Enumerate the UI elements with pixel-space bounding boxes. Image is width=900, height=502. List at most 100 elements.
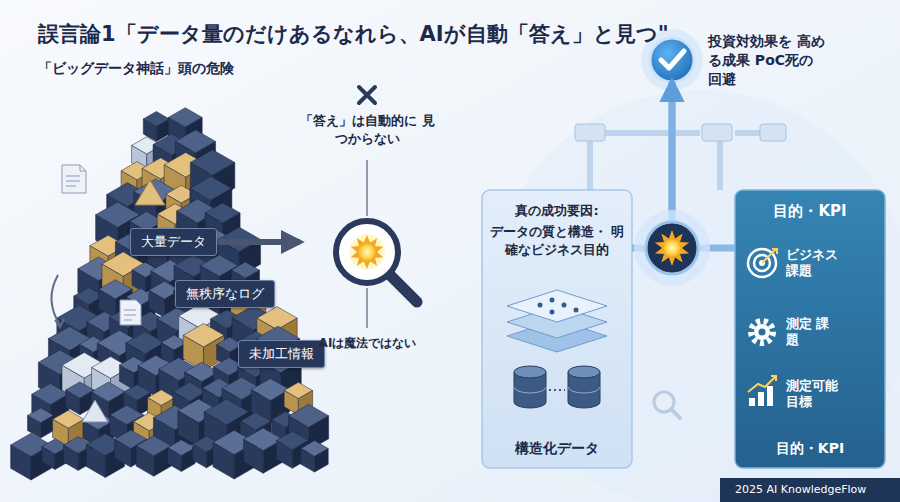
cube-side [284, 390, 298, 415]
cube-side [186, 165, 208, 202]
cube-side [138, 366, 156, 397]
data-cube [87, 312, 122, 352]
pipe [590, 133, 760, 190]
cube-side [161, 398, 175, 422]
data-cube [91, 382, 125, 421]
cube-top [126, 332, 165, 354]
cube-side [172, 145, 191, 177]
kpi-item: 測定 課題 [786, 316, 838, 349]
cube-top [97, 330, 141, 355]
gear-teeth [751, 321, 773, 343]
data-cube [57, 305, 102, 356]
target-center [759, 260, 765, 266]
data-cube [38, 350, 81, 400]
dot [574, 308, 579, 313]
cube-side [181, 448, 195, 472]
cube-side [87, 322, 105, 352]
cube-side [149, 422, 165, 449]
cube-side [193, 444, 207, 468]
cube-top [48, 326, 90, 350]
cube-side [179, 316, 201, 354]
cross-mark [359, 87, 375, 103]
cube-top [301, 441, 328, 457]
pale-lens [654, 392, 674, 412]
sun-symbol [351, 235, 383, 269]
title: 誤言論1「データ量のだけあるなれら、AIが自動「答え」と見つ" [38, 20, 669, 48]
cube-side [195, 141, 215, 176]
cube-top [136, 436, 171, 456]
cube-top [166, 185, 197, 203]
data-cube [86, 434, 124, 478]
cube-top [175, 130, 215, 153]
cube-side [98, 421, 113, 448]
cube-side [168, 117, 185, 146]
cube-side [185, 117, 202, 146]
database-body [514, 372, 546, 408]
cube-side [99, 269, 120, 305]
database-body [568, 372, 600, 408]
cube-side [164, 165, 186, 202]
cube-side [178, 411, 199, 447]
cube-top [272, 411, 300, 427]
data-cube [90, 235, 127, 277]
cube-top [185, 362, 219, 382]
cube-side [285, 419, 299, 443]
cube-top [11, 433, 52, 456]
magnifier [336, 221, 417, 302]
data-cube [222, 377, 261, 422]
check-mark [661, 51, 684, 68]
node-subtext: データの質と構造・ 明確なビジネス目的 [487, 223, 627, 258]
target-ring [748, 249, 776, 277]
cube-side [115, 439, 131, 467]
data-cube [153, 134, 190, 177]
chart-bar [767, 386, 773, 406]
pipe-box [702, 124, 732, 141]
data-cube [107, 183, 149, 231]
cube-top [240, 412, 271, 430]
cube-side [104, 322, 122, 352]
document-icons [51, 165, 165, 422]
target-icon [748, 249, 777, 277]
cube-top [218, 227, 261, 252]
cube-side [53, 419, 69, 446]
cube-side [127, 195, 148, 231]
data-cube [109, 307, 146, 349]
data-cube [119, 357, 147, 390]
cube-side [123, 392, 137, 416]
cube-side [91, 392, 108, 421]
cube-side [145, 343, 164, 376]
data-cube [218, 227, 261, 276]
cube-side [102, 264, 123, 301]
cube-side [214, 241, 236, 279]
data-cube [157, 308, 197, 354]
cube-side [219, 388, 236, 417]
cube-top [153, 405, 196, 430]
magnifier-lens [336, 221, 398, 283]
data-cube [251, 379, 290, 423]
cube-top [42, 439, 69, 454]
cube-top [74, 287, 104, 304]
cube-side [145, 270, 158, 293]
database-ring [514, 387, 546, 393]
kpi-item: ビジネス 課題 [786, 247, 838, 280]
data-cube [185, 362, 219, 401]
cube-side [256, 421, 271, 448]
cube-top [62, 353, 107, 379]
cube-side [126, 297, 141, 322]
sun-symbol [655, 230, 689, 266]
data-cube [244, 428, 283, 473]
data-cube [272, 411, 300, 443]
cube-side [179, 369, 199, 404]
data-cube [183, 323, 224, 370]
cube-top [133, 311, 168, 331]
sun-core [663, 239, 682, 258]
cube-top [132, 137, 162, 154]
cube-side [199, 411, 220, 447]
cube-side [123, 264, 144, 301]
data-label-box: 無秩序なログ [175, 280, 275, 308]
target-arrow [762, 249, 777, 263]
orb-glow [634, 210, 710, 286]
cube-top [96, 202, 140, 227]
cube-top [57, 305, 102, 331]
